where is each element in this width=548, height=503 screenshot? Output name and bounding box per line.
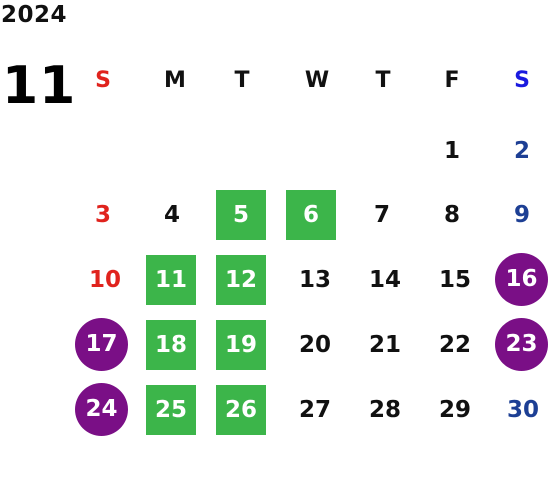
weekday-thursday: T	[375, 68, 391, 93]
day-cell[interactable]: 20	[298, 332, 331, 358]
day-cell[interactable]: 13	[298, 267, 331, 293]
day-cell-highlighted[interactable]: 26	[216, 385, 266, 435]
day-cell-highlighted[interactable]: 5	[216, 190, 266, 240]
day-cell[interactable]: 15	[438, 267, 471, 293]
weekday-wednesday: W	[304, 68, 330, 93]
weekday-sunday: S	[95, 68, 111, 93]
day-cell[interactable]: 29	[438, 397, 471, 423]
day-cell[interactable]: 3	[94, 202, 111, 228]
day-cell[interactable]: 8	[443, 202, 460, 228]
weekday-monday: M	[164, 68, 186, 93]
day-cell[interactable]: 4	[163, 202, 180, 228]
day-cell-circled[interactable]: 23	[495, 318, 548, 371]
day-cell-highlighted[interactable]: 25	[146, 385, 196, 435]
day-cell-highlighted[interactable]: 12	[216, 255, 266, 305]
day-cell[interactable]: 9	[513, 202, 530, 228]
weekday-friday: F	[444, 68, 460, 93]
day-cell[interactable]: 22	[438, 332, 471, 358]
day-cell[interactable]: 14	[368, 267, 401, 293]
day-cell[interactable]: 1	[443, 138, 460, 164]
day-cell[interactable]: 10	[88, 267, 121, 293]
day-cell-highlighted[interactable]: 18	[146, 320, 196, 370]
day-cell[interactable]: 2	[513, 138, 530, 164]
day-cell-highlighted[interactable]: 11	[146, 255, 196, 305]
day-cell-circled[interactable]: 16	[495, 253, 548, 306]
day-cell[interactable]: 7	[373, 202, 390, 228]
month-number: 11	[2, 56, 77, 116]
day-cell[interactable]: 28	[368, 397, 401, 423]
day-cell[interactable]: 21	[368, 332, 401, 358]
day-cell-circled[interactable]: 24	[75, 383, 128, 436]
year-label: 2024	[1, 2, 68, 28]
weekday-tuesday: T	[234, 68, 250, 93]
day-cell[interactable]: 27	[298, 397, 331, 423]
weekday-saturday: S	[514, 68, 530, 93]
day-cell[interactable]: 30	[506, 397, 539, 423]
day-cell-highlighted[interactable]: 6	[286, 190, 336, 240]
day-cell-circled[interactable]: 17	[75, 318, 128, 371]
day-cell-highlighted[interactable]: 19	[216, 320, 266, 370]
